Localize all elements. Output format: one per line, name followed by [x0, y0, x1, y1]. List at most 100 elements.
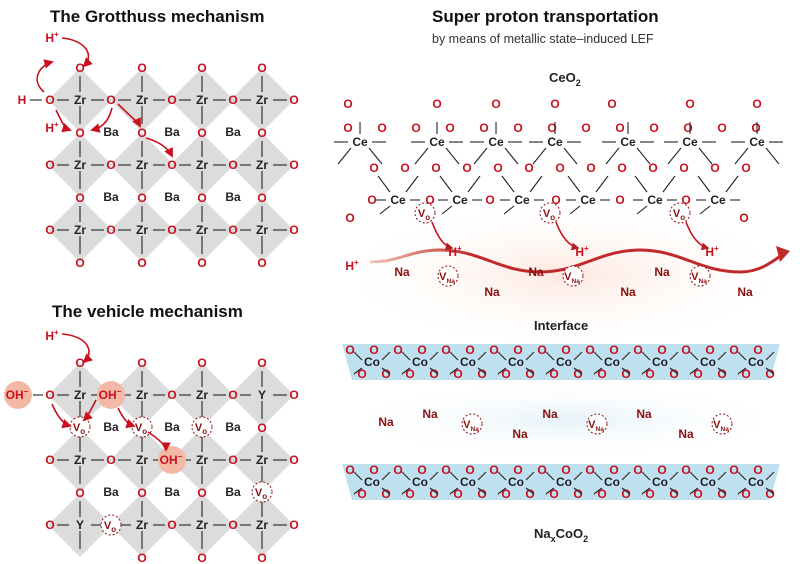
cerium-atom: Ce: [647, 193, 663, 207]
bond: [621, 487, 631, 495]
oxygen-vacancy: Vo: [131, 416, 153, 438]
vehicle-arrow: [117, 407, 136, 429]
oxygen-vacancy: Vo: [251, 481, 273, 503]
oxygen-atom: O: [167, 388, 176, 402]
octahedron: [110, 493, 174, 557]
oxygen-atom: O: [289, 518, 298, 532]
oxygen-atom: O: [45, 453, 54, 467]
sodium-vacancy: VNa: [562, 265, 584, 287]
vacancy-label: Vo: [135, 422, 147, 436]
bond: [497, 351, 507, 361]
bond: [497, 487, 507, 495]
oxygen-atom: O: [445, 121, 454, 135]
oxygen-atom: O: [289, 158, 298, 172]
oxygen-vacancy: Vo: [191, 416, 213, 438]
cobalt-atom: Co: [700, 355, 716, 369]
super-title: Super proton transportation: [432, 7, 659, 26]
bond: [634, 175, 648, 193]
barium-atom: Ba: [225, 485, 241, 499]
octahedron: [230, 493, 294, 557]
bond: [689, 351, 699, 361]
oxygen-atom: O: [741, 367, 750, 381]
proton-hop-arrow: [55, 109, 72, 133]
sodium-atom: Na: [636, 407, 652, 421]
bond: [353, 471, 363, 481]
oxygen-atom: O: [683, 121, 692, 135]
vacancy-ring: [711, 413, 733, 435]
zirconium-atom: Zr: [196, 93, 208, 107]
hydroxide-highlight: [4, 381, 32, 409]
oxygen-atom: O: [621, 487, 630, 501]
oxygen-atom: O: [393, 463, 402, 477]
oxygen-atom: O: [462, 161, 471, 175]
oxygen-atom: O: [228, 158, 237, 172]
bond: [593, 351, 603, 361]
oxygen-vacancy: Vo: [69, 416, 91, 438]
oxygen-atom: O: [289, 93, 298, 107]
oxygen-atom: O: [597, 487, 606, 501]
oxygen-atom: O: [717, 121, 726, 135]
oxygen-atom: O: [228, 223, 237, 237]
vacancy-label: Vo: [543, 208, 555, 222]
octahedron: [48, 428, 112, 492]
oxygen-atom: O: [525, 487, 534, 501]
oxygen-atom: O: [477, 487, 486, 501]
cobalt-atom: Co: [652, 355, 668, 369]
oxygen-atom: O: [645, 487, 654, 501]
bond: [445, 147, 460, 165]
cobalt-atom: Co: [460, 355, 476, 369]
bond: [429, 351, 439, 361]
hydrogen-atom: H: [18, 93, 27, 107]
oxygen-atom: O: [586, 161, 595, 175]
oxygen-atom: O: [228, 388, 237, 402]
bond: [545, 367, 555, 375]
bond: [545, 487, 555, 495]
zirconium-atom: Zr: [74, 93, 86, 107]
proton-hop-arrow: [117, 103, 141, 128]
bond: [689, 471, 699, 481]
bond: [377, 175, 391, 193]
vacancy-ring: [131, 416, 153, 438]
oxygen-atom: O: [615, 193, 624, 207]
hop-arrow: [431, 221, 454, 251]
oxygen-atom: O: [729, 463, 738, 477]
bond: [725, 175, 739, 193]
bond: [439, 175, 453, 193]
vacancy-ring: [69, 416, 91, 438]
oxygen-atom: O: [633, 463, 642, 477]
hydroxide-ion: OH−: [99, 387, 122, 402]
oxygen-atom: O: [607, 97, 616, 111]
bond: [379, 205, 391, 215]
oxygen-atom: O: [228, 93, 237, 107]
oxygen-atom: O: [645, 367, 654, 381]
oxygen-atom: O: [106, 158, 115, 172]
cobalt-atom: Co: [556, 355, 572, 369]
oxygen-atom: O: [547, 121, 556, 135]
bond: [669, 487, 679, 495]
oxygen-atom: O: [751, 121, 760, 135]
naxcoo2-label: NaxCoO2: [534, 526, 588, 544]
octahedron: [110, 363, 174, 427]
oxygen-atom: O: [369, 161, 378, 175]
oxygen-atom: O: [377, 121, 386, 135]
yttrium-atom: Y: [76, 518, 84, 532]
bond: [449, 351, 459, 361]
bond: [405, 175, 419, 193]
oxygen-atom: O: [485, 193, 494, 207]
oxygen-atom: O: [197, 551, 206, 564]
vacancy-ring: [437, 265, 459, 287]
oxygen-atom: O: [441, 343, 450, 357]
bond: [737, 367, 747, 375]
bond: [573, 471, 583, 481]
oxygen-atom: O: [741, 161, 750, 175]
cerium-atom: Ce: [390, 193, 406, 207]
cobalt-atom: Co: [460, 475, 476, 489]
hop-arrow: [555, 221, 580, 251]
oxygen-atom: O: [513, 121, 522, 135]
oxygen-atom: O: [753, 343, 762, 357]
bond: [689, 367, 699, 375]
vacancy-ring: [539, 202, 561, 224]
oxygen-atom: O: [425, 193, 434, 207]
sodium-atom: Na: [737, 285, 753, 299]
bond: [473, 147, 488, 165]
